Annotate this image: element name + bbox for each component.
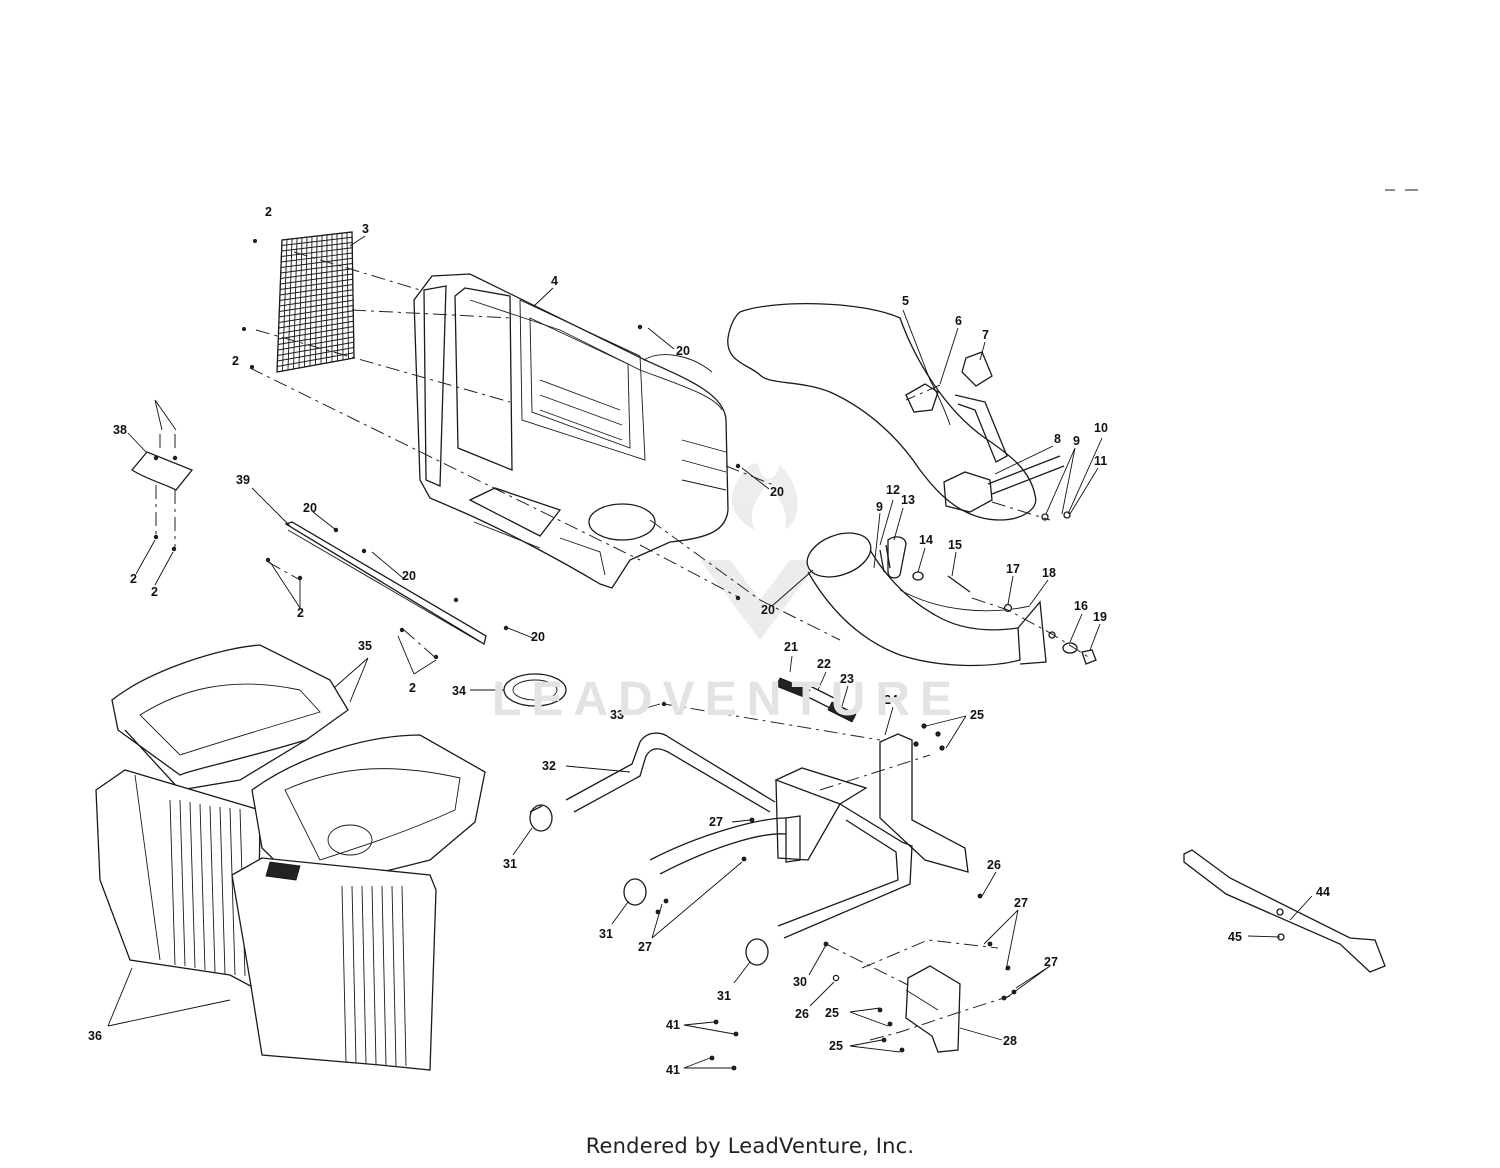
chute-elbow (806, 532, 1047, 667)
callout-3: 3 (362, 222, 369, 236)
callout-34: 34 (452, 684, 466, 698)
callout-20: 20 (770, 485, 784, 499)
callout-20: 20 (402, 569, 416, 583)
callout-4: 4 (551, 274, 558, 288)
callout-9: 9 (876, 500, 883, 514)
callout-11: 11 (1094, 454, 1107, 468)
callout-28: 28 (1003, 1034, 1017, 1048)
callout-27: 27 (1014, 896, 1028, 910)
nut-19 (1081, 649, 1097, 665)
callout-6: 6 (955, 314, 962, 328)
callout-22: 22 (817, 657, 831, 671)
bag-basket-left (95, 769, 261, 992)
callout-20: 20 (676, 344, 690, 358)
callout-41: 41 (666, 1063, 680, 1077)
callout-25: 25 (825, 1006, 839, 1020)
grass-screen (241, 231, 355, 373)
bagger-hood (413, 273, 729, 589)
callout-31: 31 (599, 927, 613, 941)
bolt-15 (947, 575, 971, 593)
callout-17: 17 (1006, 562, 1020, 576)
callout-24: 24 (884, 693, 898, 707)
callout-44: 44 (1316, 885, 1330, 899)
callout-38: 38 (113, 423, 127, 437)
callout-20: 20 (761, 603, 775, 617)
spring-21 (775, 677, 811, 699)
callout-39: 39 (236, 473, 250, 487)
callout-5: 5 (902, 294, 909, 308)
fasteners (153, 324, 1017, 1071)
callout-25: 25 (970, 708, 984, 722)
knob-8 (943, 471, 993, 513)
bag-lid-left (111, 644, 349, 791)
callout-20: 20 (303, 501, 317, 515)
callout-2: 2 (409, 681, 416, 695)
roller-31a (529, 804, 553, 832)
roller-31c (745, 938, 769, 966)
spring-23 (827, 701, 857, 723)
callout-27: 27 (709, 815, 723, 829)
bracket-7 (954, 394, 1008, 463)
callout-26: 26 (795, 1007, 809, 1021)
callout-18: 18 (1042, 566, 1056, 580)
knob-6 (905, 383, 939, 413)
callout-32: 32 (542, 759, 556, 773)
rod-10 (987, 455, 1065, 495)
callout-15: 15 (948, 538, 962, 552)
callout-26: 26 (987, 858, 1001, 872)
handle-13 (887, 536, 907, 579)
latch-7 (961, 351, 993, 387)
callout-8: 8 (1054, 432, 1061, 446)
callout-31: 31 (503, 857, 517, 871)
callout-2: 2 (265, 205, 272, 219)
callout-14: 14 (919, 533, 933, 547)
callout-9: 9 (1073, 434, 1080, 448)
callout-13: 13 (901, 493, 915, 507)
bag-basket-right (231, 857, 437, 1071)
callout-21: 21 (784, 640, 798, 654)
callout-2: 2 (130, 572, 137, 586)
callout-2: 2 (297, 606, 304, 620)
assembly-lines (155, 251, 1091, 1041)
callout-19: 19 (1093, 610, 1107, 624)
callout-25: 25 (829, 1039, 843, 1053)
callout-labels: 2 3 2 4 20 20 38 2 2 39 20 20 2 2 20 20 … (88, 205, 1330, 1077)
watermark-logo (700, 463, 820, 640)
callout-27: 27 (1044, 955, 1058, 969)
callout-41: 41 (666, 1018, 680, 1032)
callout-33: 33 (610, 708, 624, 722)
callout-2: 2 (151, 585, 158, 599)
callout-2: 2 (232, 354, 239, 368)
bracket-38 (131, 451, 194, 491)
leader-lines (107, 235, 1313, 1069)
callout-45: 45 (1228, 930, 1242, 944)
callout-20: 20 (531, 630, 545, 644)
roller-31b (623, 878, 647, 906)
deflector-39 (284, 521, 487, 646)
mower-blade-44 (1183, 849, 1386, 973)
callout-12: 12 (886, 483, 900, 497)
callout-16: 16 (1074, 599, 1088, 613)
hitch-frame (565, 732, 969, 1053)
callout-36: 36 (88, 1029, 102, 1043)
callout-10: 10 (1094, 421, 1108, 435)
callout-30: 30 (793, 975, 807, 989)
callout-27: 27 (638, 940, 652, 954)
callout-23: 23 (840, 672, 854, 686)
callout-7: 7 (982, 328, 989, 342)
footer-credit: Rendered by LeadVenture, Inc. (585, 1134, 915, 1158)
callout-31: 31 (717, 989, 731, 1003)
callout-35: 35 (358, 639, 372, 653)
chute-tube (727, 302, 1037, 521)
